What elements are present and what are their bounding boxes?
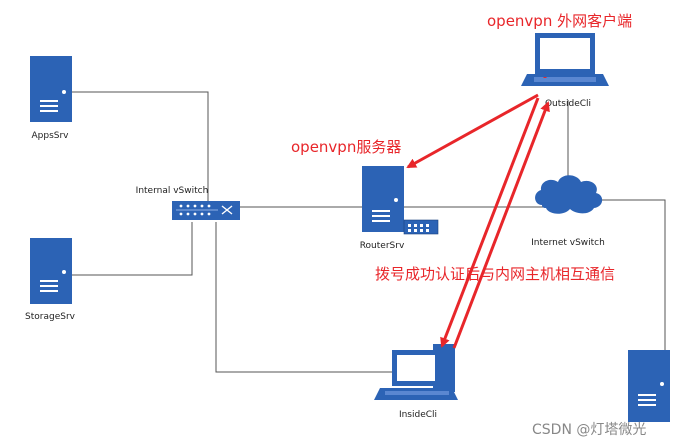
link-apps-switch bbox=[72, 91, 209, 202]
internet-switch-label: Internet vSwitch bbox=[531, 238, 605, 248]
server-icon bbox=[30, 56, 72, 122]
apps-srv-label: AppsSrv bbox=[31, 131, 69, 141]
server-led bbox=[394, 198, 398, 202]
server-led bbox=[62, 90, 66, 94]
router-srv-label: RouterSrv bbox=[360, 241, 405, 251]
storage-srv-label: StorageSrv bbox=[25, 312, 76, 322]
outside-cli-label: OutsideCli bbox=[545, 99, 591, 109]
vpn-arrows bbox=[406, 77, 550, 349]
arrow-client-to-server bbox=[406, 93, 539, 169]
inside-cli-label: InsideCli bbox=[399, 410, 437, 420]
right-server-node bbox=[628, 350, 670, 422]
watermark: CSDN @灯塔微光 bbox=[532, 422, 646, 438]
outside-cli-node: OutsideCli bbox=[521, 33, 609, 109]
arrow-outside-to-inside bbox=[440, 97, 540, 348]
storage-srv-node: StorageSrv bbox=[25, 238, 76, 322]
switch-arrows-icon bbox=[221, 205, 233, 215]
internal-switch-label: Internal vSwitch bbox=[136, 186, 209, 196]
server-icon bbox=[628, 350, 670, 422]
server-annotation: openvpn服务器 bbox=[291, 138, 401, 156]
connection-lines bbox=[72, 91, 666, 373]
router-srv-node: RouterSrv bbox=[360, 166, 439, 251]
link-internet-server bbox=[600, 199, 666, 350]
server-led bbox=[62, 270, 66, 274]
internal-switch-node: Internal vSwitch bbox=[136, 186, 240, 220]
link-storage-switch bbox=[72, 222, 193, 276]
internet-switch-node: Internet vSwitch bbox=[531, 175, 605, 248]
server-led bbox=[660, 382, 664, 386]
client-annotation: openvpn 外网客户端 bbox=[487, 12, 632, 30]
link-switch-insidecli bbox=[215, 222, 392, 373]
cloud-icon bbox=[535, 175, 603, 214]
dial-annotation: 拨号成功认证后与内网主机相互通信 bbox=[375, 265, 615, 283]
inside-cli-node: InsideCli bbox=[374, 344, 458, 420]
arrow-inside-to-outside bbox=[452, 101, 550, 349]
apps-srv-node: AppsSrv bbox=[30, 56, 72, 141]
